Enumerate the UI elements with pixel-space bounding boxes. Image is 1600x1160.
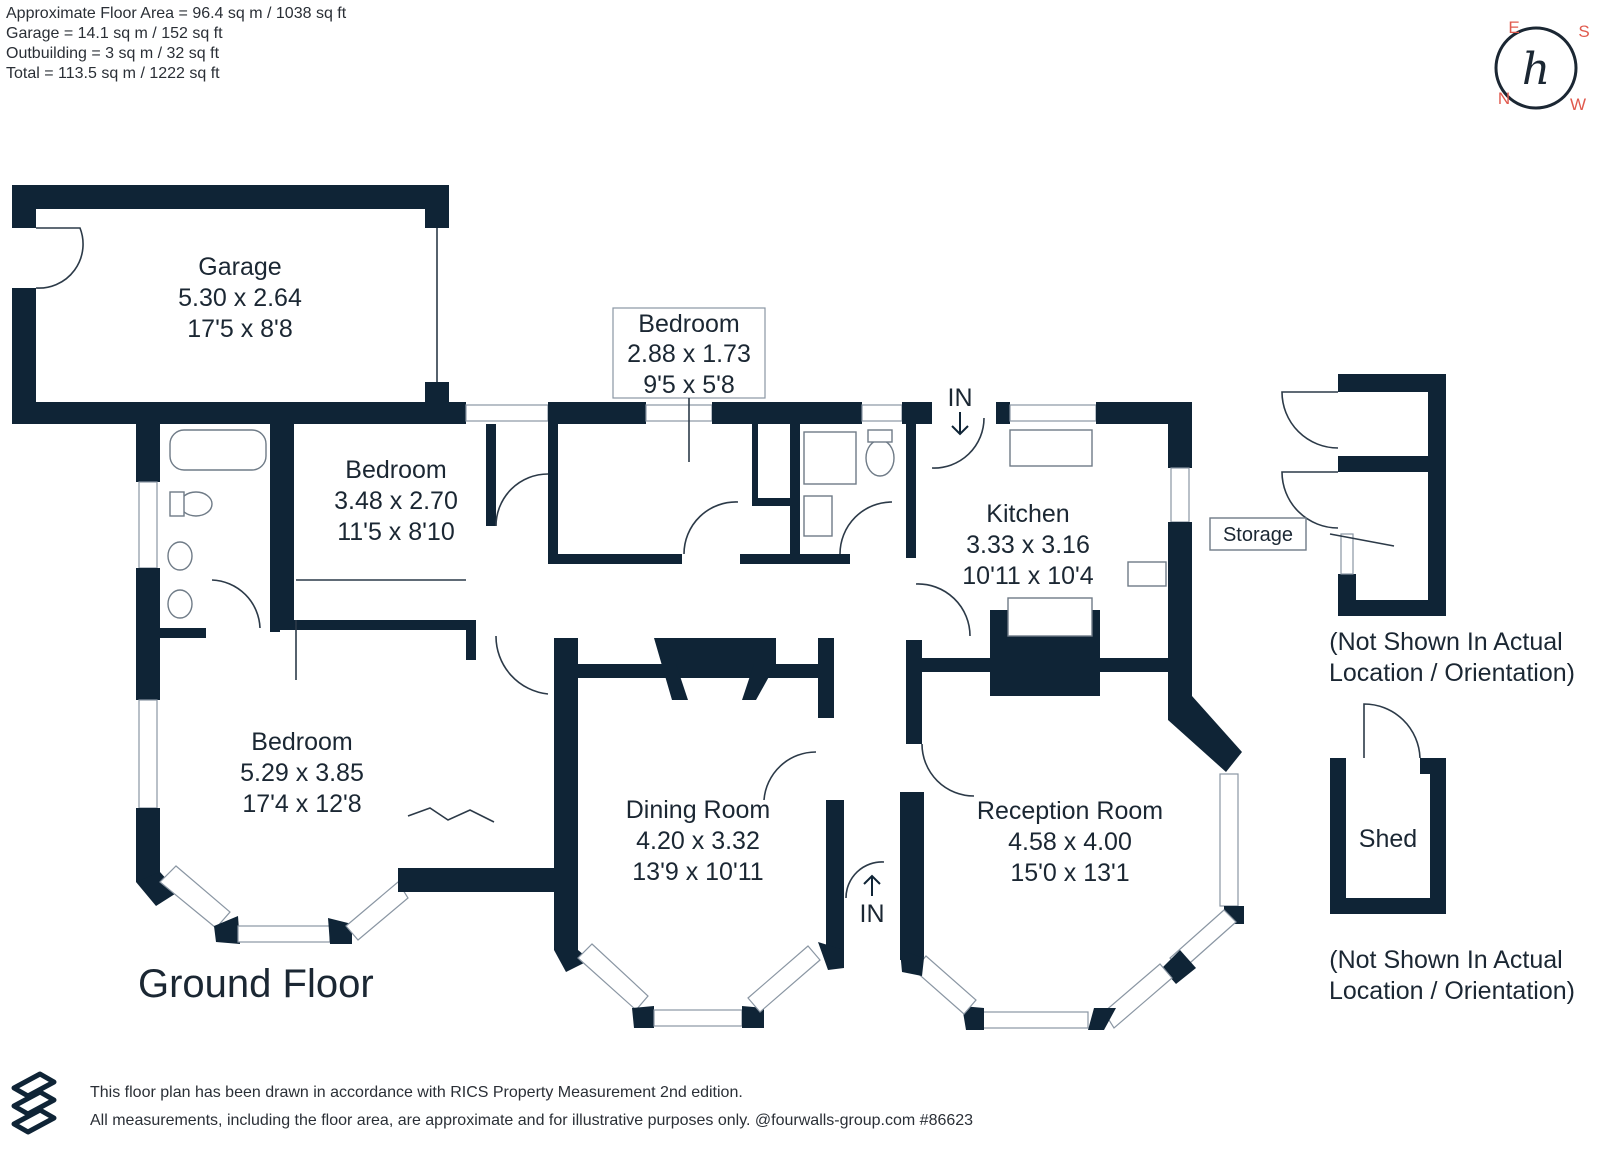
compass-n: N <box>1498 89 1510 108</box>
fixtures <box>167 429 1167 680</box>
area-summary: Approximate Floor Area = 96.4 sq m / 103… <box>6 4 346 84</box>
storage-name: Storage <box>1223 524 1293 546</box>
compass-ring <box>1494 26 1578 110</box>
kitchen-name: Kitchen <box>986 500 1069 528</box>
garage-name: Garage <box>198 253 281 281</box>
area-line-floor: Approximate Floor Area = 96.4 sq m / 103… <box>6 5 347 22</box>
shed-note-line1: (Not Shown In Actual <box>1329 946 1562 974</box>
kitchen-metric: 3.33 x 3.16 <box>966 531 1090 559</box>
monogram-letter: h <box>1522 44 1550 95</box>
storage-outbuilding <box>1209 374 1446 616</box>
compass-w: W <box>1570 95 1586 114</box>
dining-imperial: 13'9 x 10'11 <box>632 858 763 886</box>
footer-disclaimer: This floor plan has been drawn in accord… <box>90 1079 973 1135</box>
bedroom-2-name: Bedroom <box>345 456 446 484</box>
bedroom-main-name: Bedroom <box>251 728 352 756</box>
doors <box>211 417 985 899</box>
shed-note-line2: Location / Orientation) <box>1329 977 1575 1005</box>
reception-metric: 4.58 x 4.00 <box>1008 828 1132 856</box>
bedroom-small-name: Bedroom <box>638 310 739 338</box>
area-line-total: Total = 113.5 sq m / 1222 sq ft <box>6 65 220 82</box>
fourwalls-logo-icon <box>11 1071 57 1135</box>
bedroom-2-imperial: 11'5 x 8'10 <box>337 518 455 546</box>
kitchen-entrance-label: IN <box>948 384 973 412</box>
area-line-outbuilding: Outbuilding = 3 sq m / 32 sq ft <box>6 45 220 62</box>
bedroom-small-label-box <box>612 307 766 399</box>
footer-line2: All measurements, including the floor ar… <box>90 1112 974 1129</box>
front-entrance-label: IN <box>860 900 885 928</box>
bedroom-main-metric: 5.29 x 3.85 <box>240 759 364 787</box>
garage-metric: 5.30 x 2.64 <box>178 284 302 312</box>
compass-logo: h E S N W <box>1494 18 1590 114</box>
main-walls <box>12 402 1244 1030</box>
room-labels: Garage 5.30 x 2.64 17'5 x 8'8 Bedroom 2.… <box>178 253 1417 928</box>
bedroom-small-imperial: 9'5 x 5'8 <box>643 371 735 399</box>
compass-e: E <box>1508 18 1519 37</box>
kitchen-imperial: 10'11 x 10'4 <box>962 562 1094 590</box>
front-entrance-arrow-icon <box>863 874 881 896</box>
garage-imperial: 17'5 x 8'8 <box>187 315 292 343</box>
reception-name: Reception Room <box>977 797 1163 825</box>
reception-imperial: 15'0 x 13'1 <box>1010 859 1129 887</box>
footer-line1: This floor plan has been drawn in accord… <box>90 1084 743 1101</box>
shed-name: Shed <box>1359 825 1417 853</box>
compass-s: S <box>1578 22 1589 41</box>
dining-name: Dining Room <box>626 796 771 824</box>
kitchen-entrance-arrow-icon <box>951 412 969 436</box>
bedroom-small-metric: 2.88 x 1.73 <box>627 340 751 368</box>
dining-metric: 4.20 x 3.32 <box>636 827 760 855</box>
bedroom-2-metric: 3.48 x 2.70 <box>334 487 458 515</box>
bedroom-main-imperial: 17'4 x 12'8 <box>242 790 361 818</box>
floor-title: Ground Floor <box>138 962 374 1006</box>
storage-note-line1: (Not Shown In Actual <box>1329 628 1562 656</box>
storage-note-line2: Location / Orientation) <box>1329 659 1575 687</box>
location-notes: (Not Shown In Actual Location / Orientat… <box>1329 628 1575 1005</box>
area-line-garage: Garage = 14.1 sq m / 152 sq ft <box>6 25 223 42</box>
shed <box>1330 703 1446 914</box>
